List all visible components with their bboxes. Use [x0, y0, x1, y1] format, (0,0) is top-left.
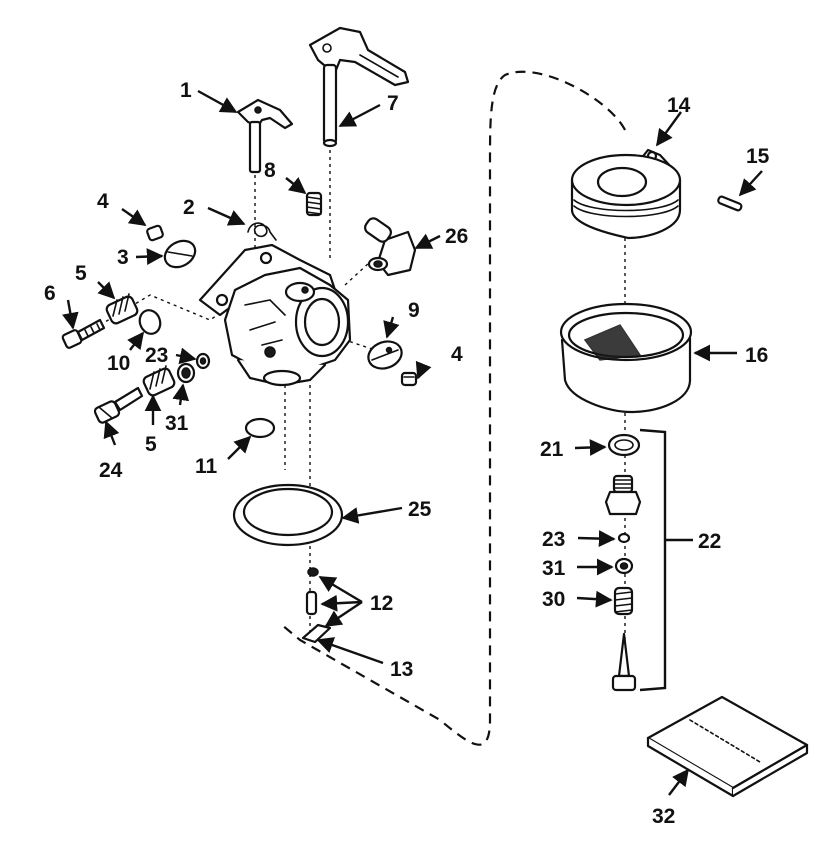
part-screw-4-right	[400, 371, 418, 387]
callout-arrows	[62, 89, 763, 796]
callout-30: 30	[542, 588, 565, 611]
callout-15: 15	[746, 145, 770, 168]
callout-31-right: 31	[542, 557, 566, 580]
callout-5-bottom: 5	[145, 433, 157, 456]
part-choke-spring	[247, 222, 277, 241]
part-fuel-fitting	[364, 217, 417, 277]
part-float	[570, 153, 682, 240]
part-screw-4-top	[146, 224, 164, 242]
callout-7: 7	[387, 92, 399, 115]
callout-6: 6	[44, 282, 56, 305]
part-spring-5-bottom	[142, 365, 176, 397]
callout-25: 25	[408, 498, 432, 521]
callout-13: 13	[390, 658, 413, 681]
assembly-line-main	[281, 70, 626, 746]
part-washer-23-left	[195, 352, 211, 370]
callout-11: 11	[195, 455, 218, 478]
part-throttle-plate	[367, 340, 403, 370]
part-main-adjust-screw	[93, 386, 144, 424]
part-throttle-shaft	[308, 26, 410, 148]
callout-31-left: 31	[165, 412, 189, 435]
callout-5-top: 5	[75, 262, 87, 285]
part-set-12	[301, 567, 332, 644]
part-gasket-21	[607, 433, 641, 457]
part-spring-30	[613, 586, 634, 616]
callout-8: 8	[264, 159, 276, 182]
callout-26: 26	[445, 225, 468, 248]
part-carburetor-body	[198, 243, 352, 387]
callout-4-top: 4	[97, 190, 109, 213]
callout-32: 32	[652, 805, 675, 828]
part-washer-23-right	[617, 532, 631, 544]
part-float-bowl	[559, 302, 693, 414]
part-hinge-pin	[717, 195, 743, 212]
part-washer-31-left	[176, 362, 196, 384]
callout-labels: 1 2 3 4 4 5 5 6 7 8 9 10 11 12 13 14 15 …	[44, 79, 770, 828]
callout-23-right: 23	[542, 528, 565, 551]
assembly-line-fitting	[344, 261, 371, 286]
part-seat-11	[244, 417, 276, 439]
callout-3: 3	[117, 246, 129, 269]
callout-9: 9	[408, 299, 420, 322]
callout-22: 22	[698, 530, 721, 553]
callout-24: 24	[99, 459, 123, 482]
callout-12: 12	[370, 592, 393, 615]
callout-10: 10	[107, 352, 130, 375]
bracket-22	[639, 428, 667, 692]
callout-2: 2	[183, 196, 195, 219]
part-choke-plate	[163, 239, 197, 269]
callout-23-left: 23	[145, 344, 168, 367]
part-choke-shaft	[236, 98, 294, 174]
part-washer-31-right	[614, 557, 634, 575]
part-instruction-card	[646, 695, 809, 798]
assembly-lines	[99, 70, 626, 746]
callout-4-right: 4	[451, 343, 463, 366]
callout-16: 16	[745, 344, 768, 367]
callout-14: 14	[667, 94, 691, 117]
part-spring-8	[305, 191, 323, 217]
callout-21: 21	[540, 438, 564, 461]
part-o-ring-10	[138, 309, 162, 335]
part-bowl-gasket	[232, 483, 344, 547]
callout-1: 1	[180, 79, 192, 102]
part-inlet-seat	[604, 474, 642, 516]
part-spring-5-top	[105, 293, 139, 325]
part-idle-screw	[61, 318, 106, 349]
part-inlet-needle	[611, 632, 637, 692]
